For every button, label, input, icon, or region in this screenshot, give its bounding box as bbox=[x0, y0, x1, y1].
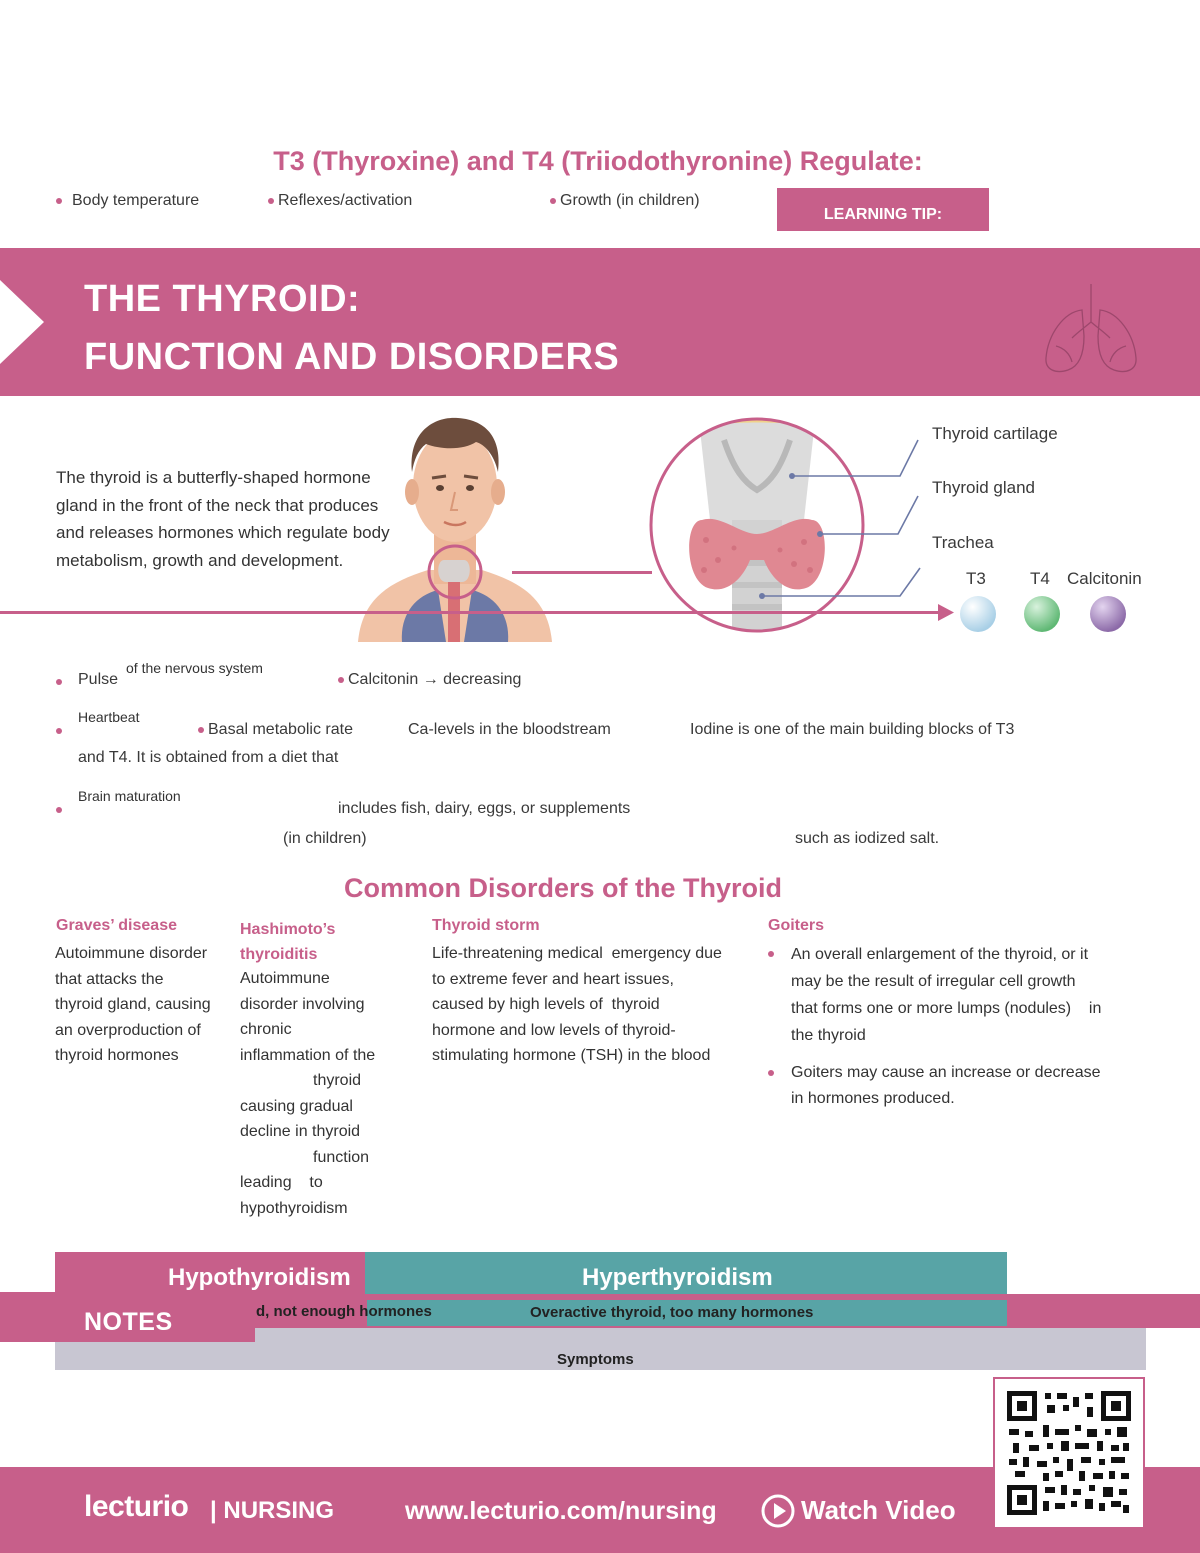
function-brain: Brain maturation bbox=[78, 788, 181, 804]
hormone-label-t3: T3 bbox=[966, 569, 986, 588]
bullet-icon bbox=[56, 679, 62, 685]
thyroid-storm-text: Life-threatening medical emergency due t… bbox=[432, 945, 722, 1064]
calcitonin-sphere bbox=[1090, 596, 1126, 632]
tip-salt: such as iodized salt. bbox=[795, 830, 940, 847]
bullet-icon bbox=[338, 676, 344, 683]
hashimoto-title: Hashimoto’s thyroiditis bbox=[240, 921, 336, 963]
function-pulse: Pulse bbox=[78, 671, 119, 688]
notes-tab bbox=[0, 1292, 255, 1342]
hormone-label-calcitonin: Calcitonin bbox=[1067, 569, 1142, 588]
function-ca-levels: Ca-levels in the bloodstream bbox=[408, 721, 611, 738]
thyroid-zoom-illustration bbox=[649, 417, 865, 633]
brand-logo: lecturio bbox=[84, 1490, 189, 1523]
regulate-item-reflexes: Reflexes/activation bbox=[268, 192, 412, 210]
arrow-icon bbox=[0, 280, 44, 364]
qr-code-icon[interactable] bbox=[1007, 1391, 1131, 1515]
bullet-icon bbox=[550, 197, 556, 204]
hormone-spheres bbox=[960, 596, 1126, 632]
person-illustration bbox=[358, 417, 552, 642]
regulate-title: T3 (Thyroxine) and T4 (Triiodothyronine)… bbox=[273, 146, 923, 176]
function-heartbeat: Heartbeat bbox=[78, 709, 140, 725]
label-thyroid-cartilage: Thyroid cartilage bbox=[932, 424, 1058, 443]
regulate-item-growth: Growth (in children) bbox=[550, 192, 700, 210]
hypo-subtitle: d, not enough hormones bbox=[256, 1303, 432, 1320]
tip-iodine-line1: Iodine is one of the main building block… bbox=[690, 721, 1015, 738]
goiters-title: Goiters bbox=[768, 917, 825, 934]
label-pointer-lines bbox=[762, 439, 921, 597]
lungs-icon bbox=[1045, 284, 1137, 373]
label-thyroid-gland: Thyroid gland bbox=[932, 478, 1036, 497]
divider-line bbox=[0, 611, 950, 614]
bullet-icon bbox=[768, 1070, 774, 1076]
hypo-sub-row bbox=[255, 1300, 367, 1326]
hyper-subtitle: Overactive thyroid, too many hormones bbox=[530, 1304, 814, 1321]
zoom-connector bbox=[512, 571, 652, 574]
function-children-note: (in children) bbox=[283, 830, 367, 847]
thyroid-storm-title: Thyroid storm bbox=[432, 917, 540, 934]
hormone-label-t4: T4 bbox=[1030, 569, 1050, 588]
function-nervous-note: of the nervous system bbox=[126, 660, 263, 676]
hypo-header bbox=[55, 1252, 367, 1298]
bullet-icon bbox=[56, 728, 62, 734]
goiters-text-1: An overall enlargement of the thyroid, o… bbox=[791, 946, 1102, 1044]
graves-text: Autoimmune disorder that attacks the thy… bbox=[55, 945, 211, 1064]
tip-diet: includes fish, dairy, eggs, or supplemen… bbox=[338, 800, 631, 817]
regulate-item-body-temp: Body temperature bbox=[56, 192, 199, 210]
title-banner: THE THYROID: FUNCTION AND DISORDERS bbox=[0, 248, 1200, 396]
page-title-line1: THE THYROID: bbox=[84, 278, 361, 320]
t4-sphere bbox=[1024, 596, 1060, 632]
brand-section: | NURSING bbox=[210, 1497, 335, 1524]
goiters-text-2: Goiters may cause an increase or decreas… bbox=[791, 1064, 1101, 1107]
label-trachea: Trachea bbox=[932, 533, 994, 552]
play-icon[interactable] bbox=[760, 1493, 796, 1529]
t3-sphere bbox=[960, 596, 996, 632]
arrow-head-icon bbox=[938, 604, 954, 621]
bullet-icon bbox=[56, 197, 62, 204]
function-calcitonin: Calcitonin → decreasing bbox=[338, 671, 521, 689]
hyper-title: Hyperthyroidism bbox=[582, 1264, 773, 1291]
footer-url-link[interactable]: www.lecturio.com/nursing bbox=[405, 1497, 717, 1525]
notes-label: NOTES bbox=[84, 1308, 173, 1336]
disorders-title: Common Disorders of the Thyroid bbox=[343, 873, 783, 903]
intro-text: The thyroid is a butterfly-shaped hormon… bbox=[56, 468, 390, 570]
tip-iodine-line2: and T4. It is obtained from a diet that bbox=[78, 749, 339, 766]
bullet-icon bbox=[56, 807, 62, 813]
bullet-icon bbox=[768, 951, 774, 957]
hyper-sub-row bbox=[365, 1300, 1007, 1326]
page-title-line2: FUNCTION AND DISORDERS bbox=[84, 336, 620, 378]
hashimoto-text: Autoimmune disorder involving chronic in… bbox=[240, 970, 376, 1217]
graves-title: Graves’ disease bbox=[56, 917, 177, 934]
function-bmr: Basal metabolic rate bbox=[198, 721, 353, 739]
bullet-icon bbox=[268, 197, 274, 204]
watch-video-link[interactable]: Watch Video bbox=[801, 1495, 956, 1525]
symptoms-label: Symptoms bbox=[557, 1351, 634, 1368]
learning-tip-badge: LEARNING TIP: bbox=[777, 188, 989, 231]
hypo-title: Hypothyroidism bbox=[168, 1264, 351, 1291]
hyper-header bbox=[365, 1252, 1007, 1298]
bullet-icon bbox=[198, 726, 204, 733]
